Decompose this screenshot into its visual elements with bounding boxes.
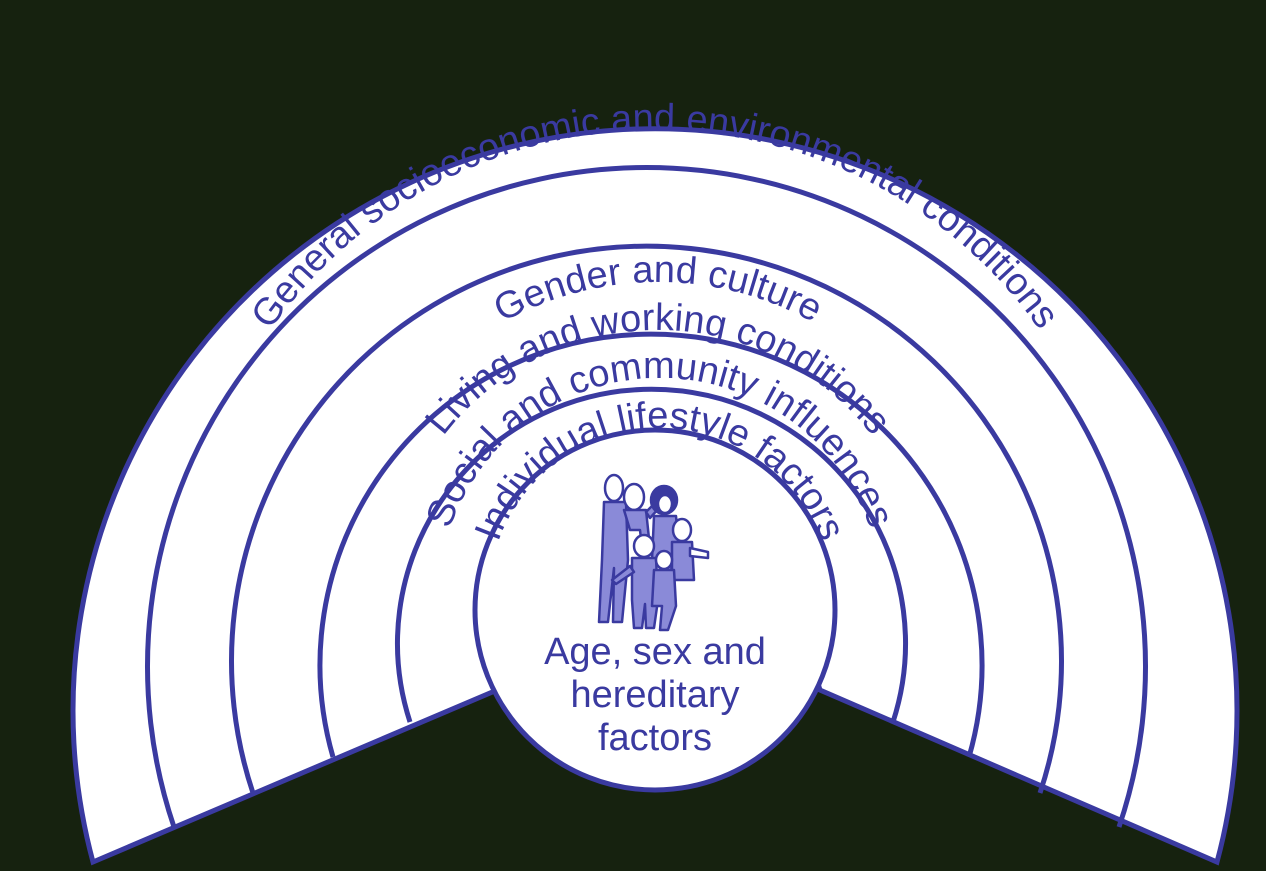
center-label-line-3: factors (598, 717, 712, 759)
ring-arc-3 (317, 331, 985, 758)
ring-arcs (145, 165, 1148, 828)
group-of-people-icon (597, 473, 710, 632)
ring-arc-1 (145, 165, 1148, 828)
ring-arc-2 (229, 243, 1064, 794)
center-label-line-1: Age, sex and (544, 631, 766, 673)
ring-arc-4 (395, 386, 908, 723)
center-label-line-2: hereditary (571, 674, 740, 716)
